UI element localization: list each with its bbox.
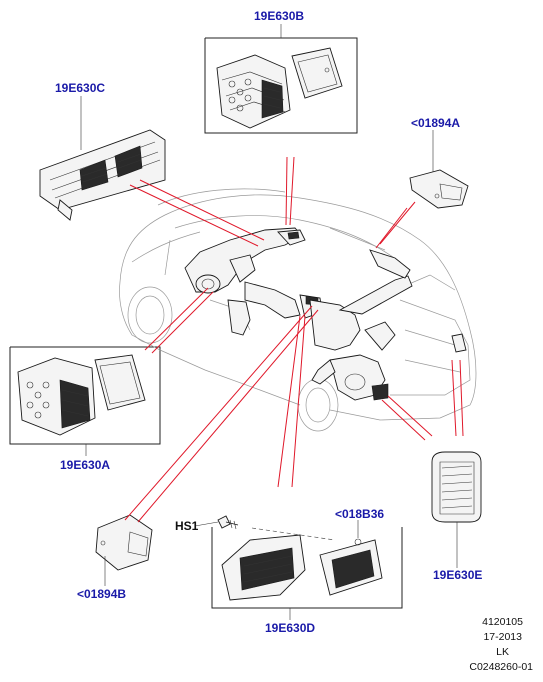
duct-assembly	[184, 227, 413, 401]
footer-line-3: LK	[496, 646, 509, 658]
callout-frame-19e630b	[204, 37, 358, 134]
screw-hs1-illustration	[217, 515, 239, 530]
footer-line-4: C0248260-01	[469, 661, 533, 673]
vent-19e630c-illustration	[39, 129, 166, 221]
label-19e630d[interactable]: 19E630D	[265, 621, 315, 635]
callout-frame-19e630a	[9, 346, 161, 445]
duct-01894b-illustration	[95, 514, 153, 571]
label-leaders	[80, 24, 458, 620]
label-018b36[interactable]: <018B36	[335, 507, 384, 521]
label-19e630a[interactable]: 19E630A	[60, 458, 110, 472]
vent-19e630e-illustration	[431, 333, 482, 523]
footer-line-1: 4120105	[482, 616, 523, 628]
footer-line-2: 17-2013	[483, 631, 522, 643]
label-01894b[interactable]: <01894B	[77, 587, 126, 601]
vehicle-outline	[119, 188, 477, 432]
duct-01894a-illustration	[409, 169, 469, 209]
vent-19e630b-illustration	[216, 47, 343, 129]
label-01894a[interactable]: <01894A	[411, 116, 460, 130]
leader-lines	[124, 156, 464, 523]
label-19e630c[interactable]: 19E630C	[55, 81, 105, 95]
label-19e630e[interactable]: 19E630E	[433, 568, 482, 582]
callout-frame-19e630d	[211, 527, 403, 609]
vent-19e630d-illustration	[221, 527, 383, 601]
label-hs1[interactable]: HS1	[175, 519, 199, 533]
vent-19e630a-illustration	[17, 354, 146, 436]
label-19e630b[interactable]: 19E630B	[254, 9, 304, 23]
